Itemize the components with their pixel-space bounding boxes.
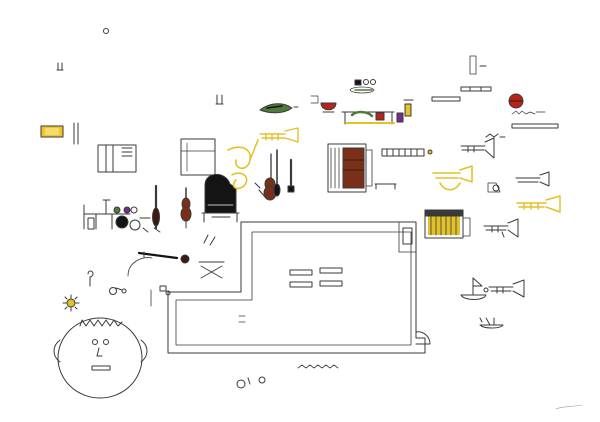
guitar-icon	[254, 149, 295, 201]
french-horn-icon	[227, 139, 259, 190]
trumpet-icon	[516, 195, 561, 213]
table-with-items-icon	[341, 99, 414, 125]
bench-mark	[374, 183, 397, 190]
upright-piano-icon	[327, 143, 373, 193]
small-cup-mark	[56, 62, 64, 71]
grand-piano-icon	[201, 173, 240, 223]
trumpet-icon	[515, 171, 550, 187]
sailboat-icon	[460, 277, 489, 300]
stand-mark	[469, 55, 487, 75]
drum-kit-icon	[83, 199, 151, 233]
small-objects-icon	[349, 79, 376, 94]
curved-line-mark	[127, 257, 153, 277]
upright-piano-icon	[424, 209, 471, 239]
tuba-icon	[487, 182, 501, 193]
bicycle-icon	[109, 287, 127, 295]
tool-mark	[198, 234, 225, 279]
small-circle-mark	[103, 28, 109, 34]
box-icon	[40, 125, 64, 138]
small-vase-mark	[215, 94, 224, 105]
small-pole-mark	[73, 122, 79, 145]
zigzag-mark	[297, 364, 339, 369]
small-circles-mark	[236, 376, 266, 389]
trumpet-icon	[488, 279, 525, 298]
trumpet-icon	[460, 137, 495, 159]
clarinet-icon	[152, 184, 161, 233]
tuba-icon	[432, 165, 473, 191]
tuba-icon	[137, 251, 190, 264]
red-bowl-icon	[310, 95, 337, 113]
small-key-mark	[87, 270, 94, 287]
violin-icon	[180, 187, 192, 229]
small-gadget-icon	[159, 285, 171, 296]
small-boat-icon	[479, 317, 504, 329]
squiggle-mark	[485, 133, 506, 138]
piano-keyboard-icon	[381, 148, 433, 157]
trumpet-icon	[259, 127, 299, 143]
bench-icon	[431, 86, 492, 102]
floor-plan-drawing	[167, 221, 431, 354]
signature-mark	[555, 404, 583, 410]
scribble-mark	[511, 110, 546, 115]
shelf-icon	[511, 123, 559, 129]
cabinet-icon	[180, 138, 216, 176]
face-drawing	[53, 317, 148, 399]
green-object-icon	[259, 103, 299, 114]
upright-piano-icon	[97, 144, 137, 173]
sun-icon	[62, 294, 80, 312]
red-drum-icon	[508, 93, 524, 109]
french-horn-icon	[483, 218, 519, 238]
